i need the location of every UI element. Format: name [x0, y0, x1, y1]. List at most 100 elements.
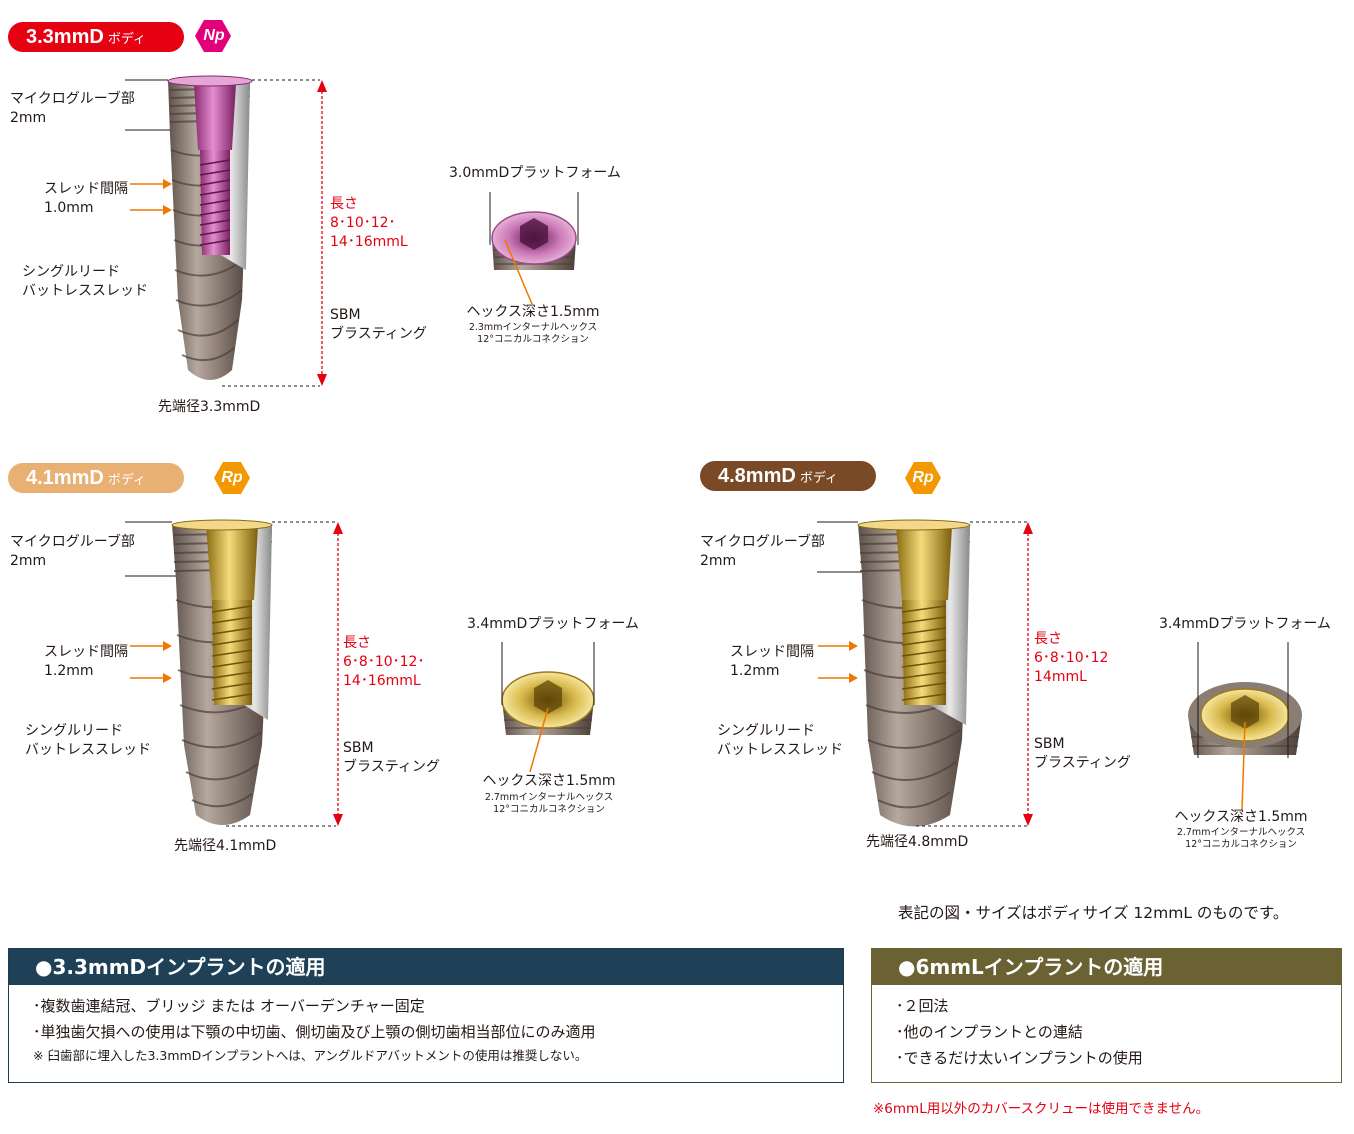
rp-badge-label-48: Rp	[912, 469, 934, 486]
thread-type-line2-48: バットレススレッド	[717, 742, 843, 758]
thread-pitch-value-33: 1.0mm	[44, 200, 94, 216]
surface-title-33: SBM	[330, 307, 361, 323]
thread-type-label-41: シングルリード バットレススレッド	[25, 722, 151, 760]
thread-pitch-label-48: スレッド間隔 1.2mm	[730, 643, 814, 681]
hex-depth-label-33: ヘックス深さ1.5mm	[466, 304, 600, 320]
thread-pitch-label-33: スレッド間隔 1.0mm	[44, 180, 128, 218]
surface-label-41: SBM ブラスティング	[343, 739, 440, 777]
surface-label-33: SBM ブラスティング	[330, 306, 427, 344]
microgroove-label-33: マイクログルーブ部 2mm	[10, 90, 135, 128]
body-word-33: ボディ	[107, 31, 146, 46]
platform-41-drawing	[501, 671, 595, 735]
surface-label-48: SBM ブラスティング	[1034, 735, 1131, 773]
platform-33-drawing	[491, 211, 577, 270]
usage-box-33-body: ･複数歯連結冠、ブリッジ または オーバーデンチャー固定 ･単独歯欠損への使用は…	[9, 985, 843, 1067]
length-title-33: 長さ	[330, 196, 358, 212]
rp-badge-icon-48	[905, 462, 941, 494]
body-word-48: ボディ	[799, 470, 838, 485]
apex-label-48: 先端径4.8mmD	[866, 834, 969, 850]
microgroove-value-48: 2mm	[700, 553, 737, 569]
thread-pitch-title-33: スレッド間隔	[44, 181, 128, 197]
hex-depth-label-48: ヘックス深さ1.5mm	[1174, 809, 1308, 825]
leader-lines	[125, 79, 1289, 758]
rp-badge-label-41: Rp	[221, 469, 243, 486]
np-badge-icon	[195, 20, 231, 52]
hex-spec-line1-33: 2.3mmインターナルヘックス	[468, 322, 598, 333]
surface-value-41: ブラスティング	[343, 759, 440, 775]
length-values2-41: 14･16mmL	[343, 673, 421, 689]
apex-label-41: 先端径4.1mmD	[174, 838, 277, 854]
microgroove-label-41: マイクログルーブ部 2mm	[10, 533, 135, 571]
thread-type-line1-41: シングルリード	[25, 723, 123, 739]
microgroove-title-33: マイクログルーブ部	[10, 91, 135, 107]
platform-label-33: 3.0mmDプラットフォーム	[449, 165, 621, 181]
length-values1-41: 6･8･10･12･	[343, 654, 425, 670]
length-arrows	[321, 86, 1029, 820]
microgroove-title-48: マイクログルーブ部	[700, 534, 825, 550]
length-values2-33: 14･16mmL	[330, 234, 408, 250]
length-label-33: 長さ 8･10･12･ 14･16mmL	[330, 195, 408, 252]
usage-6-item1: ･２回法	[896, 997, 949, 1015]
surface-title-48: SBM	[1034, 736, 1065, 752]
length-title-41: 長さ	[343, 635, 371, 651]
hex-spec-line2-48: 12°コニカルコネクション	[1185, 839, 1297, 850]
length-label-48: 長さ 6･8･10･12 14mmL	[1034, 630, 1108, 687]
surface-title-41: SBM	[343, 740, 374, 756]
usage-33-note: ※ 臼歯部に埋入した3.3mmDインプラントへは、アングルドアバットメントの使用…	[33, 1048, 588, 1063]
hex-spec-41: 2.7mmインターナルヘックス 12°コニカルコネクション	[464, 792, 634, 816]
hex-spec-line1-48: 2.7mmインターナルヘックス	[1176, 827, 1306, 838]
thread-type-label-33: シングルリード バットレススレッド	[22, 263, 148, 301]
usage-6-item2: ･他のインプラントとの連結	[896, 1023, 1083, 1041]
length-values1-33: 8･10･12･	[330, 215, 396, 231]
thread-type-line1-48: シングルリード	[717, 723, 815, 739]
length-guides	[222, 79, 1028, 827]
thread-pitch-label-41: スレッド間隔 1.2mm	[44, 643, 128, 681]
thread-type-label-48: シングルリード バットレススレッド	[717, 722, 843, 760]
thread-pitch-title-41: スレッド間隔	[44, 644, 128, 660]
microgroove-label-48: マイクログルーブ部 2mm	[700, 533, 825, 571]
body-size-41: 4.1mmD	[26, 467, 104, 489]
usage-33-item1: ･複数歯連結冠、ブリッジ または オーバーデンチャー固定	[33, 997, 425, 1015]
surface-value-33: ブラスティング	[330, 326, 427, 342]
thread-pitch-title-48: スレッド間隔	[730, 644, 814, 660]
length-title-48: 長さ	[1034, 631, 1062, 647]
length-values2-48: 14mmL	[1034, 669, 1087, 685]
microgroove-title-41: マイクログルーブ部	[10, 534, 135, 550]
length-values1-48: 6･8･10･12	[1034, 650, 1109, 666]
hex-spec-33: 2.3mmインターナルヘックス 12°コニカルコネクション	[448, 322, 618, 346]
platform-label-48: 3.4mmDプラットフォーム	[1159, 616, 1331, 632]
usage-6-item3: ･できるだけ太いインプラントの使用	[896, 1049, 1143, 1067]
hex-spec-line2-33: 12°コニカルコネクション	[477, 334, 589, 345]
thread-type-line2-41: バットレススレッド	[25, 742, 151, 758]
footnote: ※6mmL用以外のカバースクリューは使用できません。	[873, 1101, 1210, 1117]
apex-label-33: 先端径3.3mmD	[158, 399, 261, 415]
implant-48-drawing	[857, 519, 971, 827]
usage-box-6-body: ･２回法 ･他のインプラントとの連結 ･できるだけ太いインプラントの使用	[872, 985, 1341, 1071]
thread-arrows	[130, 183, 1246, 811]
length-label-41: 長さ 6･8･10･12･ 14･16mmL	[343, 634, 424, 691]
rp-badge-icon-41	[214, 462, 250, 494]
size-note: 表記の図・サイズはボディサイズ 12mmL のものです。	[898, 904, 1289, 922]
usage-box-6: ●6mmLインプラントの適用 ･２回法 ･他のインプラントとの連結 ･できるだけ…	[871, 948, 1342, 1083]
thread-type-line2-33: バットレススレッド	[22, 283, 148, 299]
body-size-33: 3.3mmD	[26, 26, 104, 48]
surface-value-48: ブラスティング	[1034, 755, 1131, 771]
implant-41-drawing	[171, 519, 273, 825]
usage-box-33-title: ●3.3mmDインプラントの適用	[9, 949, 843, 985]
usage-33-item2: ･単独歯欠損への使用は下顎の中切歯、側切歯及び上顎の側切歯相当部位にのみ適用	[33, 1023, 596, 1041]
thread-pitch-value-48: 1.2mm	[730, 663, 780, 679]
body-size-48: 4.8mmD	[718, 465, 796, 487]
hex-spec-line2-41: 12°コニカルコネクション	[493, 804, 605, 815]
platform-48-drawing	[1188, 682, 1302, 755]
usage-box-6-title: ●6mmLインプラントの適用	[872, 949, 1341, 985]
thread-type-line1-33: シングルリード	[22, 264, 120, 280]
hex-spec-48: 2.7mmインターナルヘックス 12°コニカルコネクション	[1156, 827, 1326, 851]
platform-label-41: 3.4mmDプラットフォーム	[467, 616, 639, 632]
microgroove-value-41: 2mm	[10, 553, 47, 569]
implant-33-drawing	[167, 75, 253, 380]
np-badge-label: Np	[203, 27, 225, 44]
